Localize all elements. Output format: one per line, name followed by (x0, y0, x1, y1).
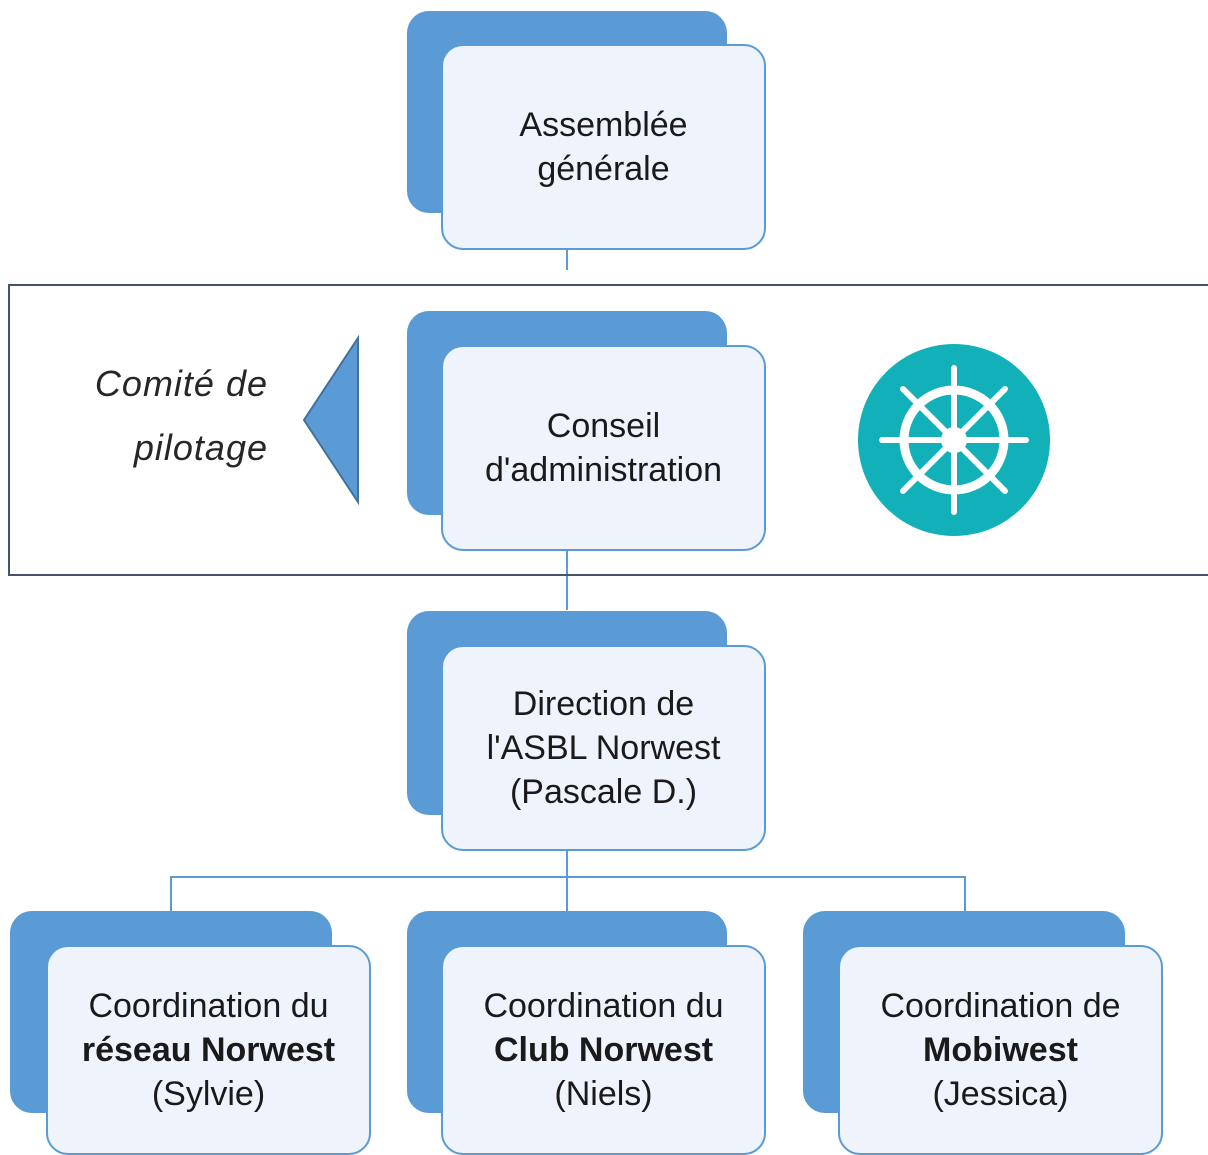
direction-line2: l'ASBL Norwest (486, 729, 721, 767)
direction-line1: Direction de (512, 685, 695, 723)
club-line2: Club Norwest (493, 1031, 714, 1069)
connector-conseil-direction (566, 515, 568, 610)
connector-to-mobiwest (964, 876, 966, 912)
club-line3: (Niels) (554, 1075, 653, 1113)
node-mobiwest: Coordination de Mobiwest (Jessica) (838, 945, 1163, 1155)
conseil-line1: Conseil (546, 407, 661, 445)
node-direction: Direction de l'ASBL Norwest (Pascale D.) (441, 645, 766, 851)
mobiwest-line2: Mobiwest (923, 1031, 1078, 1069)
connector-to-club (566, 876, 568, 912)
connector-horizontal (170, 876, 966, 878)
comite-label-line2: pilotage (133, 427, 268, 468)
node-club: Coordination du Club Norwest (Niels) (441, 945, 766, 1155)
comite-band (8, 284, 1208, 576)
node-assemblee: Assemblée générale (441, 44, 766, 250)
club-line1: Coordination du (483, 987, 724, 1025)
connector-to-reseau (170, 876, 172, 912)
comite-label: Comité de pilotage (40, 352, 268, 480)
reseau-line1: Coordination du (88, 987, 329, 1025)
assemblee-line1: Assemblée (519, 106, 688, 144)
direction-line3: (Pascale D.) (509, 773, 698, 811)
node-conseil: Conseil d'administration (441, 345, 766, 551)
node-reseau: Coordination du réseau Norwest (Sylvie) (46, 945, 371, 1155)
conseil-line2: d'administration (484, 451, 723, 489)
mobiwest-line1: Coordination de (880, 987, 1121, 1025)
reseau-line3: (Sylvie) (151, 1075, 266, 1113)
comite-label-line1: Comité de (94, 363, 268, 404)
reseau-line2: réseau Norwest (81, 1031, 336, 1069)
assemblee-line2: générale (537, 150, 670, 188)
mobiwest-line3: (Jessica) (932, 1075, 1069, 1113)
